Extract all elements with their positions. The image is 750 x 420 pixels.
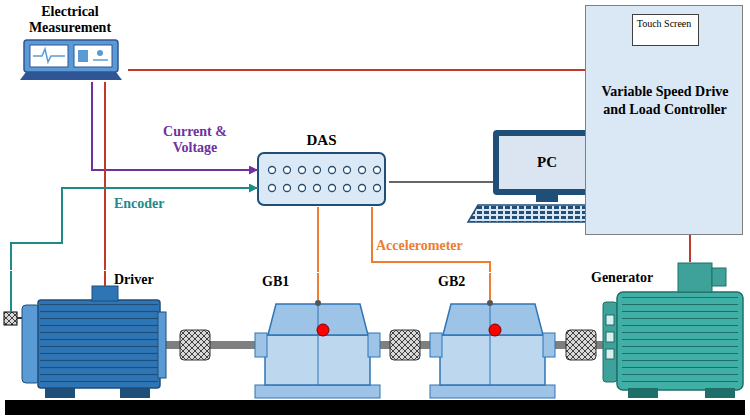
accelerometer-line <box>372 207 490 272</box>
drawing-part <box>255 333 267 357</box>
drawing-part <box>617 292 743 390</box>
gearbox <box>255 273 380 398</box>
coupling <box>390 330 420 360</box>
controller-box: Variable Speed Drive and Load Controller… <box>585 5 743 235</box>
measurement-block: Electrical Measurement <box>16 2 128 82</box>
drawing-part <box>24 40 118 72</box>
drawing-part <box>317 273 319 300</box>
das-port <box>344 185 351 192</box>
drawing-part <box>315 300 321 306</box>
power-line <box>689 235 691 262</box>
generator-block: Generator <box>590 262 746 398</box>
drawing-part <box>603 302 617 382</box>
driver-motor <box>22 271 166 398</box>
drawing-part <box>622 297 738 385</box>
drawing-part <box>318 304 319 385</box>
drawing-part <box>490 304 491 385</box>
drawing-part <box>678 263 712 292</box>
edge-label: Current & Voltage <box>140 124 250 156</box>
drawing-part <box>158 312 166 378</box>
drawing-part <box>489 324 501 336</box>
drawing-part <box>40 304 158 384</box>
das-port <box>359 167 366 174</box>
drawing-part <box>30 45 68 67</box>
drawing-part <box>443 304 543 335</box>
touch-screen-box: Touch Screen <box>632 14 699 46</box>
das-port <box>329 167 336 174</box>
drawing-part <box>74 45 112 67</box>
edge-label: Accelerometer <box>376 238 486 254</box>
signal-line <box>92 82 258 170</box>
drawing-part <box>317 324 329 336</box>
encoder-wire <box>10 271 12 312</box>
das-port <box>359 185 366 192</box>
drawing-part <box>712 268 726 286</box>
drawing-part <box>120 388 150 398</box>
drawing-part <box>258 153 385 205</box>
drawing-part <box>543 333 555 357</box>
das-port <box>329 185 336 192</box>
coupling <box>566 330 596 360</box>
das-port <box>374 167 381 174</box>
drawing-part <box>628 388 658 398</box>
drawing-part <box>468 205 600 222</box>
drawing-part <box>430 385 555 398</box>
drawing-part <box>92 286 118 301</box>
drawing-part <box>487 300 493 306</box>
node-label: DAS <box>258 132 385 148</box>
drawing-part <box>104 271 106 286</box>
drawing-part <box>606 349 614 359</box>
encoder-mount <box>17 317 22 319</box>
drawing-part <box>536 195 558 202</box>
drawing-part <box>20 72 122 80</box>
das-port <box>284 185 291 192</box>
gearbox-block: GB2 <box>427 272 557 398</box>
drawing-part <box>440 335 545 385</box>
drawing-part <box>93 59 108 61</box>
edge-label: Encoder <box>114 196 194 212</box>
gearbox <box>430 273 555 398</box>
das-port <box>344 167 351 174</box>
das-port <box>299 185 306 192</box>
node-label: Electrical Measurement <box>16 4 124 36</box>
driver-block: Driver <box>2 270 168 398</box>
drawing-part <box>705 388 735 398</box>
measurement-device <box>20 40 122 80</box>
das-unit <box>258 153 385 205</box>
gearbox-block: GB1 <box>252 272 382 398</box>
base-plate <box>5 400 745 415</box>
node-label: Variable Speed Drive and Load Controller <box>596 83 734 119</box>
node-label: Driver <box>114 272 166 288</box>
drawing-part <box>606 332 614 342</box>
node-label: Touch Screen <box>633 17 695 30</box>
node-label: GB2 <box>438 274 482 290</box>
accelerometer-line <box>317 207 319 272</box>
das-block: DAS <box>258 130 389 207</box>
das-port <box>374 185 381 192</box>
drawing-part <box>606 315 614 325</box>
coupling <box>180 330 210 360</box>
das-port <box>284 167 291 174</box>
drawing-part <box>97 50 103 56</box>
das-port <box>269 185 276 192</box>
drawing-part <box>38 300 160 388</box>
encoder-line <box>11 188 258 270</box>
drawing-part <box>489 273 491 300</box>
data-link <box>389 181 493 183</box>
drawing-part <box>430 333 442 357</box>
drawing-part <box>78 50 88 62</box>
drawing-part <box>255 385 380 398</box>
drawing-part <box>33 49 65 62</box>
power-line <box>128 69 585 71</box>
das-port <box>314 167 321 174</box>
drawing-part <box>368 333 380 357</box>
drawing-part <box>45 388 75 398</box>
das-port <box>269 167 276 174</box>
das-port <box>314 185 321 192</box>
das-port <box>299 167 306 174</box>
power-line <box>104 82 106 270</box>
encoder-symbol <box>4 312 17 325</box>
node-label: Generator <box>591 270 671 286</box>
node-label: GB1 <box>262 274 306 290</box>
